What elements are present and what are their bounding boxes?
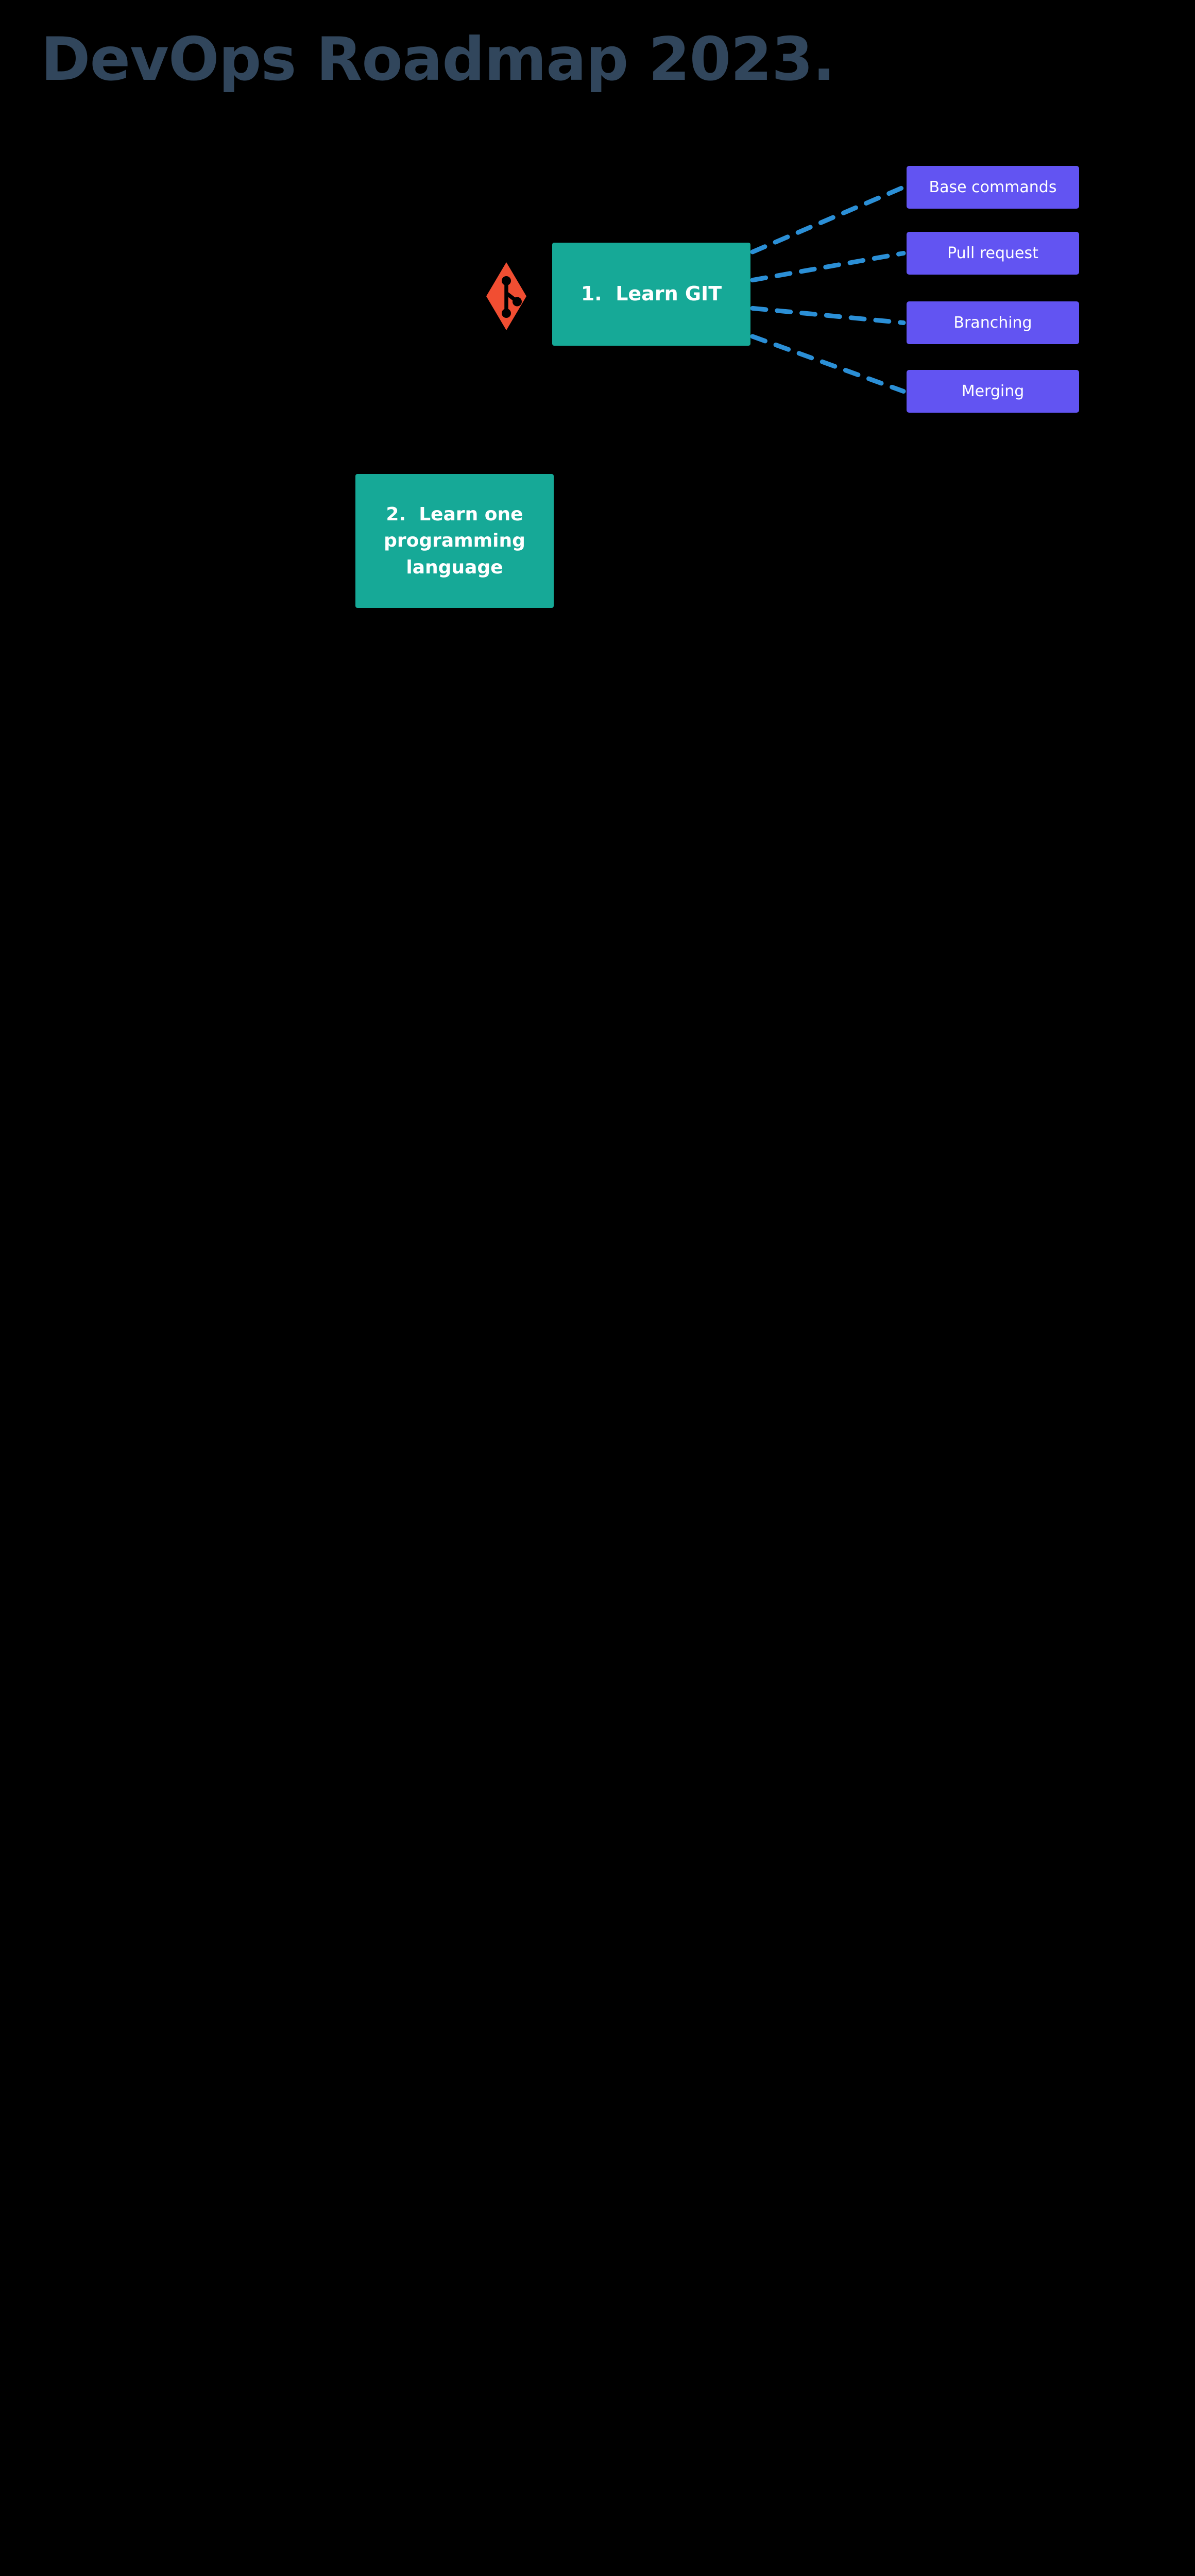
- dashed-connector: [750, 185, 906, 255]
- dashed-connector: [750, 306, 906, 325]
- leaf-item[interactable]: Pull request: [907, 232, 1079, 275]
- step-number: 2.: [386, 504, 406, 526]
- leaf-item[interactable]: Merging: [907, 370, 1079, 413]
- step-number: 1.: [581, 282, 602, 306]
- step-label: Learn one programming language: [384, 504, 525, 578]
- git-icon: [468, 258, 545, 337]
- page-title: DevOps Roadmap 2023.: [41, 25, 835, 94]
- dashed-connector: [750, 251, 906, 283]
- step-label: Learn GIT: [616, 282, 722, 306]
- leaf-item[interactable]: Branching: [907, 301, 1079, 344]
- step-node-1[interactable]: 1. Learn GIT: [552, 243, 750, 346]
- step-text: 2. Learn one programming language: [363, 501, 547, 580]
- leaf-item[interactable]: Base commands: [907, 166, 1079, 209]
- dashed-connector: [750, 334, 906, 394]
- step-node-2[interactable]: 2. Learn one programming language: [355, 474, 554, 608]
- step-text: 1. Learn GIT: [581, 280, 722, 308]
